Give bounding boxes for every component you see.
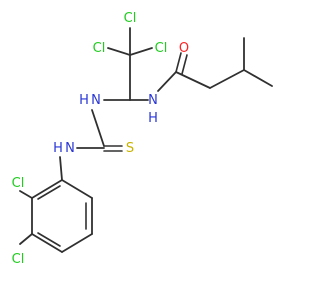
atom-cl-left: Cl bbox=[93, 41, 106, 56]
molecule-structure: Cl Cl Cl O N H N H S N H Cl Cl bbox=[12, 11, 273, 267]
atom-h-right: H bbox=[148, 111, 158, 126]
bond-ring-cl-3 bbox=[19, 190, 33, 199]
atom-h-left: H bbox=[53, 141, 63, 156]
molecule-canvas: Cl Cl Cl O N H N H S N H Cl Cl bbox=[11, 11, 273, 267]
atom-o-carbonyl: O bbox=[179, 41, 189, 56]
bonds bbox=[59, 27, 273, 181]
bond-ccl3-cl-left bbox=[107, 47, 131, 56]
atom-labels: Cl Cl Cl O N H N H S N H Cl Cl bbox=[12, 11, 189, 267]
atom-n-right: N bbox=[148, 93, 158, 108]
ring-bond-4 bbox=[31, 233, 63, 253]
atom-cl-ring-3: Cl bbox=[12, 176, 25, 191]
bond-nh-thiourea-c bbox=[91, 109, 105, 147]
atom-h-center: H bbox=[79, 93, 89, 108]
atom-s-thio: S bbox=[126, 141, 134, 156]
bond-ring-cl-4 bbox=[19, 233, 33, 245]
ring-bond-6 bbox=[31, 179, 63, 199]
bond-ch-methyl-2 bbox=[243, 69, 273, 87]
atom-cl-ring-4: Cl bbox=[12, 252, 25, 267]
atom-n-left: N bbox=[65, 141, 75, 156]
bond-carbonyl-o-1 bbox=[175, 52, 182, 73]
dichlorophenyl-ring bbox=[19, 179, 93, 253]
bond-ch2-ch bbox=[209, 69, 245, 89]
bond-carbonyl-ch2 bbox=[175, 71, 211, 89]
bond-nh-ring bbox=[59, 156, 63, 181]
ring-inner-bond-3 bbox=[37, 185, 61, 200]
bond-nh-carbonyl bbox=[157, 71, 177, 92]
bond-ccl3-cl-right bbox=[129, 47, 153, 56]
atom-cl-top: Cl bbox=[124, 11, 137, 26]
atom-n-center: N bbox=[91, 93, 101, 108]
atom-cl-right: Cl bbox=[155, 41, 168, 56]
ring-inner-bond-2 bbox=[37, 232, 61, 247]
ring-bond-1 bbox=[61, 179, 93, 199]
bond-carbonyl-o-2 bbox=[181, 54, 188, 75]
ring-bond-3 bbox=[61, 233, 93, 253]
